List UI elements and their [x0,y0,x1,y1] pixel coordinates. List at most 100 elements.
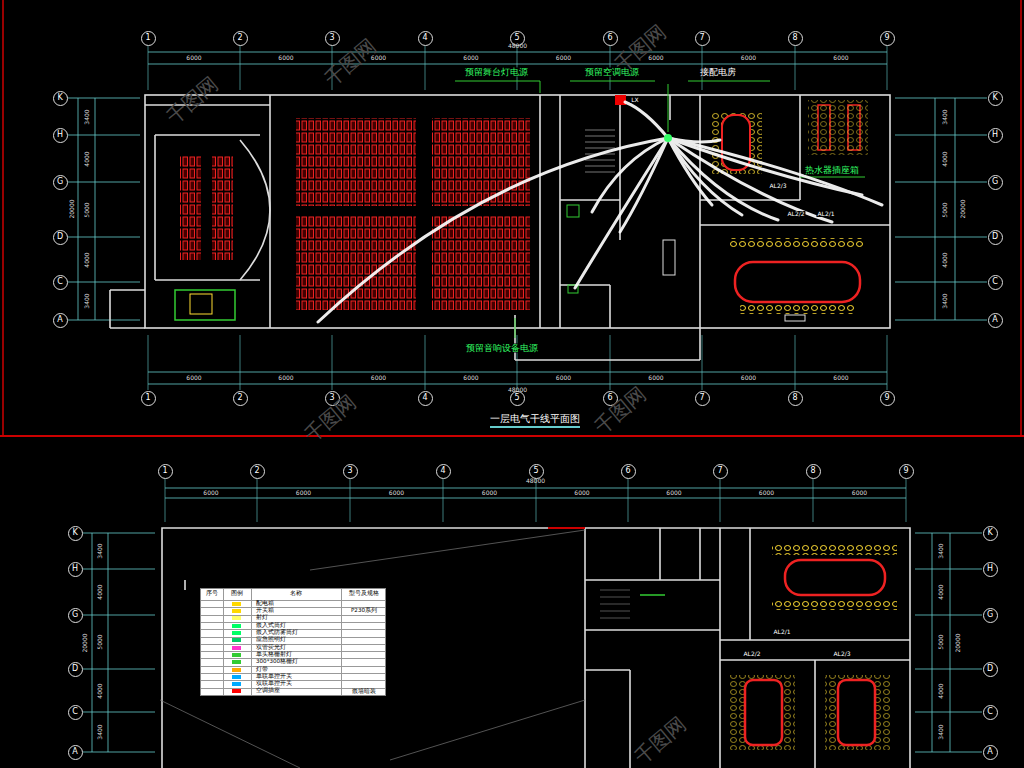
callout-text: AL2/1 [816,211,835,217]
dimension-text: 4000 [84,252,90,267]
dimension-text: 5000 [84,202,90,217]
legend-swatch [232,638,241,642]
dimension-text: 4000 [97,584,103,599]
table-header: 嵌墙暗装 [352,689,376,695]
dimension-text: 20000 [960,199,966,218]
dimension-text: 3400 [942,293,948,308]
legend-swatch [232,660,241,664]
table-row-line [201,644,385,651]
axis-bubble: 8 [788,391,803,406]
watermark-text: 千图网 [163,73,222,127]
callout-text: 预留音响设备电源 [465,344,539,353]
legend-text: 双管荧光灯 [256,645,286,651]
axis-bubble: 2 [233,391,248,406]
watermark-text: 千图网 [631,713,690,767]
legend-text: 300*300格栅灯 [256,659,298,665]
table-header: 名称 [290,591,302,597]
dimension-text: 4000 [942,252,948,267]
legend-swatch [232,682,241,686]
axis-number: 1 [145,394,150,402]
dimension-text: 6000 [666,490,681,496]
axis-bubble: K [68,526,83,541]
dimension-text: 4000 [97,683,103,698]
axis-number: 8 [792,394,797,402]
axis-number: 7 [699,34,704,42]
axis-bubble: H [988,128,1003,143]
axis-bubble: 6 [621,464,636,479]
callout-text: AL2/2 [786,211,805,217]
callout-text: 预留舞台灯电源 [464,68,529,77]
legend-text: 嵌入式防雾筒灯 [256,630,298,636]
dimension-text: 6000 [741,375,756,381]
legend-text: 空调插座 [256,688,280,694]
table-row-line [201,651,385,658]
dimension-text: 3400 [942,109,948,124]
axis-bubble: 7 [695,31,710,46]
dimension-text: 4000 [84,151,90,166]
dimension-text: 4000 [938,584,944,599]
dimension-text: 6000 [833,375,848,381]
table-column-line [251,589,252,695]
axis-number: D [992,233,998,241]
dimension-text: 6000 [648,55,663,61]
axis-bubble: 6 [603,31,618,46]
dimension-text: 3400 [97,543,103,558]
callout-text: AL2/3 [832,651,851,657]
axis-number: A [992,316,997,324]
axis-bubble: 1 [141,391,156,406]
dimension-text: 6000 [463,375,478,381]
callout-text: 预留空调电源 [584,68,640,77]
axis-number: 1 [145,34,150,42]
axis-bubble: K [988,91,1003,106]
legend-swatch [232,668,241,672]
axis-number: A [72,748,77,756]
axis-number: 9 [884,34,889,42]
axis-bubble: 1 [141,31,156,46]
dimension-text: 3400 [938,543,944,558]
axis-number: H [72,565,78,573]
axis-bubble: 8 [788,31,803,46]
legend-text: 嵌入式筒灯 [256,623,286,629]
drawing-title: 一层电气干线平面图 [490,414,580,428]
axis-bubble: 9 [880,391,895,406]
axis-number: K [987,529,992,537]
legend-text: 双联单控开关 [256,681,292,687]
axis-number: G [57,178,63,186]
axis-number: 6 [607,394,612,402]
callout-text: AL2/2 [742,651,761,657]
legend-text: 应急照明灯 [256,637,286,643]
dimension-text: 48000 [526,478,545,484]
dimension-text: 4000 [942,151,948,166]
dimension-text: 6000 [852,490,867,496]
callout-text: AL2/1 [772,629,791,635]
dimension-text: 6000 [278,55,293,61]
table-row-line [201,680,385,687]
legend-text: 开关箱 [256,608,274,614]
axis-number: C [992,278,998,286]
legend-text: 单联单控开关 [256,674,292,680]
axis-number: 7 [717,467,722,475]
axis-bubble: 2 [233,31,248,46]
table-row-line [201,637,385,644]
table-header: 图例 [231,591,243,597]
axis-bubble: K [983,526,998,541]
legend-swatch [232,653,241,657]
axis-number: H [987,565,993,573]
axis-number: 4 [422,34,427,42]
axis-number: G [992,178,998,186]
axis-bubble: K [53,91,68,106]
axis-bubble: 9 [880,31,895,46]
axis-number: C [987,708,993,716]
axis-bubble: G [983,608,998,623]
axis-bubble: G [988,175,1003,190]
axis-bubble: H [53,128,68,143]
axis-number: 3 [329,34,334,42]
axis-number: K [72,529,77,537]
axis-bubble: H [983,562,998,577]
legend-swatch [232,631,241,635]
legend-text: 射灯 [256,615,268,621]
axis-bubble: 9 [899,464,914,479]
dimension-text: 20000 [69,199,75,218]
dimension-text: 6000 [186,375,201,381]
legend-table: 配电箱开关箱射灯嵌入式筒灯嵌入式防雾筒灯应急照明灯双管荧光灯单头格栅射灯300*… [200,588,386,696]
